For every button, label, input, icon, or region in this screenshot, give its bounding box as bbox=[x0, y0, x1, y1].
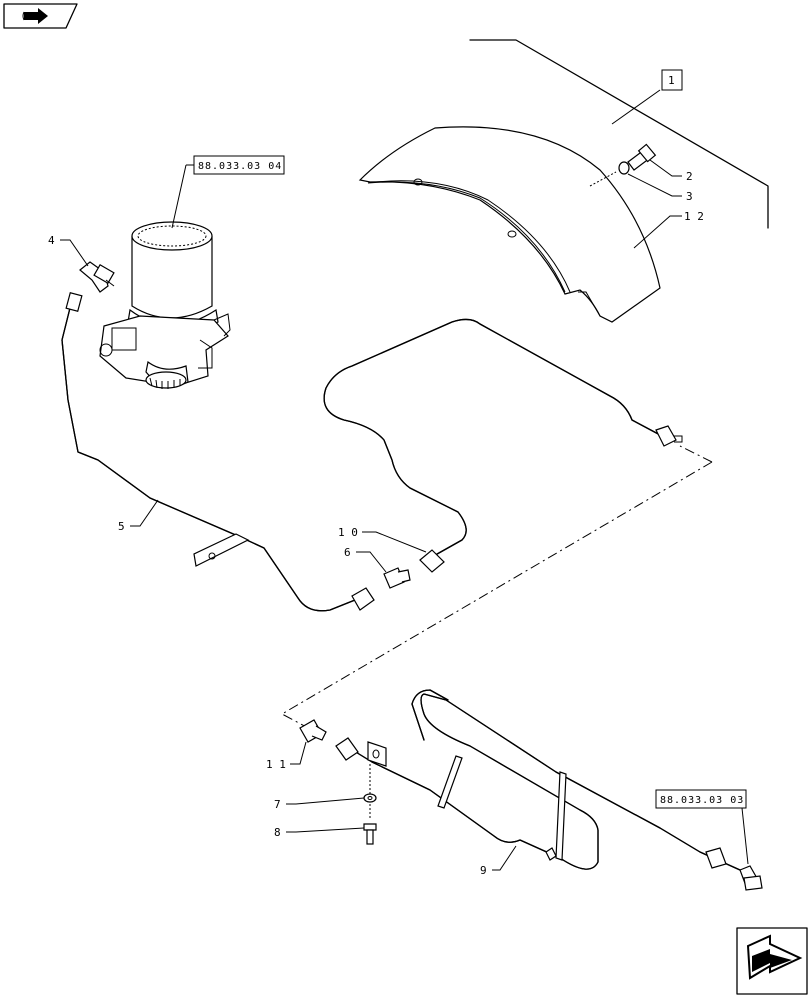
reference-label-top: 88.033.03 04 bbox=[198, 161, 282, 172]
bolt-axis-line bbox=[589, 171, 617, 187]
end-fitting bbox=[739, 865, 763, 891]
callout-2: 2 bbox=[649, 159, 693, 183]
svg-text:7: 7 bbox=[274, 798, 281, 811]
callout-12: 1 2 bbox=[633, 210, 704, 249]
svg-text:6: 6 bbox=[344, 546, 351, 559]
page-next-icon[interactable] bbox=[736, 927, 808, 995]
svg-text:1: 1 bbox=[668, 74, 675, 87]
callout-6: 6 bbox=[344, 546, 387, 573]
connection-axis-line bbox=[280, 445, 713, 731]
fender-cover-part bbox=[358, 126, 661, 323]
callout-11: 1 1 bbox=[266, 741, 307, 771]
callout-5: 5 bbox=[118, 499, 159, 533]
svg-text:4: 4 bbox=[48, 234, 55, 247]
washer-item-3 bbox=[618, 161, 630, 175]
adapter-item-11 bbox=[299, 719, 327, 743]
callout-3: 3 bbox=[627, 173, 693, 203]
washer-item-7 bbox=[363, 793, 377, 803]
callout-7: 7 bbox=[274, 797, 365, 811]
page-back-icon[interactable] bbox=[3, 3, 78, 29]
bolt-item-2 bbox=[627, 143, 657, 171]
svg-text:5: 5 bbox=[118, 520, 125, 533]
reference-label-bottom: 88.033.03 03 bbox=[660, 795, 744, 806]
svg-text:9: 9 bbox=[480, 864, 487, 877]
item-1-leader bbox=[469, 39, 769, 229]
elbow-fitting-item-4 bbox=[79, 261, 115, 293]
reference-box-top[interactable]: 88.033.03 04 bbox=[171, 155, 285, 229]
svg-text:3: 3 bbox=[686, 190, 693, 203]
callout-10: 1 0 bbox=[338, 526, 427, 553]
svg-text:2: 2 bbox=[686, 170, 693, 183]
tube-item-5 bbox=[61, 291, 375, 612]
callout-4: 4 bbox=[48, 234, 89, 267]
callout-1: 1 bbox=[661, 69, 683, 91]
callout-8: 8 bbox=[274, 826, 365, 839]
svg-text:1 2: 1 2 bbox=[684, 210, 704, 223]
tube-item-9 bbox=[335, 689, 741, 871]
air-dryer-assembly bbox=[99, 221, 231, 389]
reference-box-bottom[interactable]: 88.033.03 03 bbox=[655, 789, 747, 809]
svg-text:8: 8 bbox=[274, 826, 281, 839]
tube-item-10 bbox=[323, 318, 683, 573]
svg-text:1 1: 1 1 bbox=[266, 758, 286, 771]
bolt-item-8 bbox=[363, 823, 377, 845]
svg-text:1 0: 1 0 bbox=[338, 526, 358, 539]
callout-9: 9 bbox=[480, 845, 517, 877]
connector-item-6 bbox=[383, 567, 411, 589]
end-fitting-leader bbox=[741, 807, 749, 865]
